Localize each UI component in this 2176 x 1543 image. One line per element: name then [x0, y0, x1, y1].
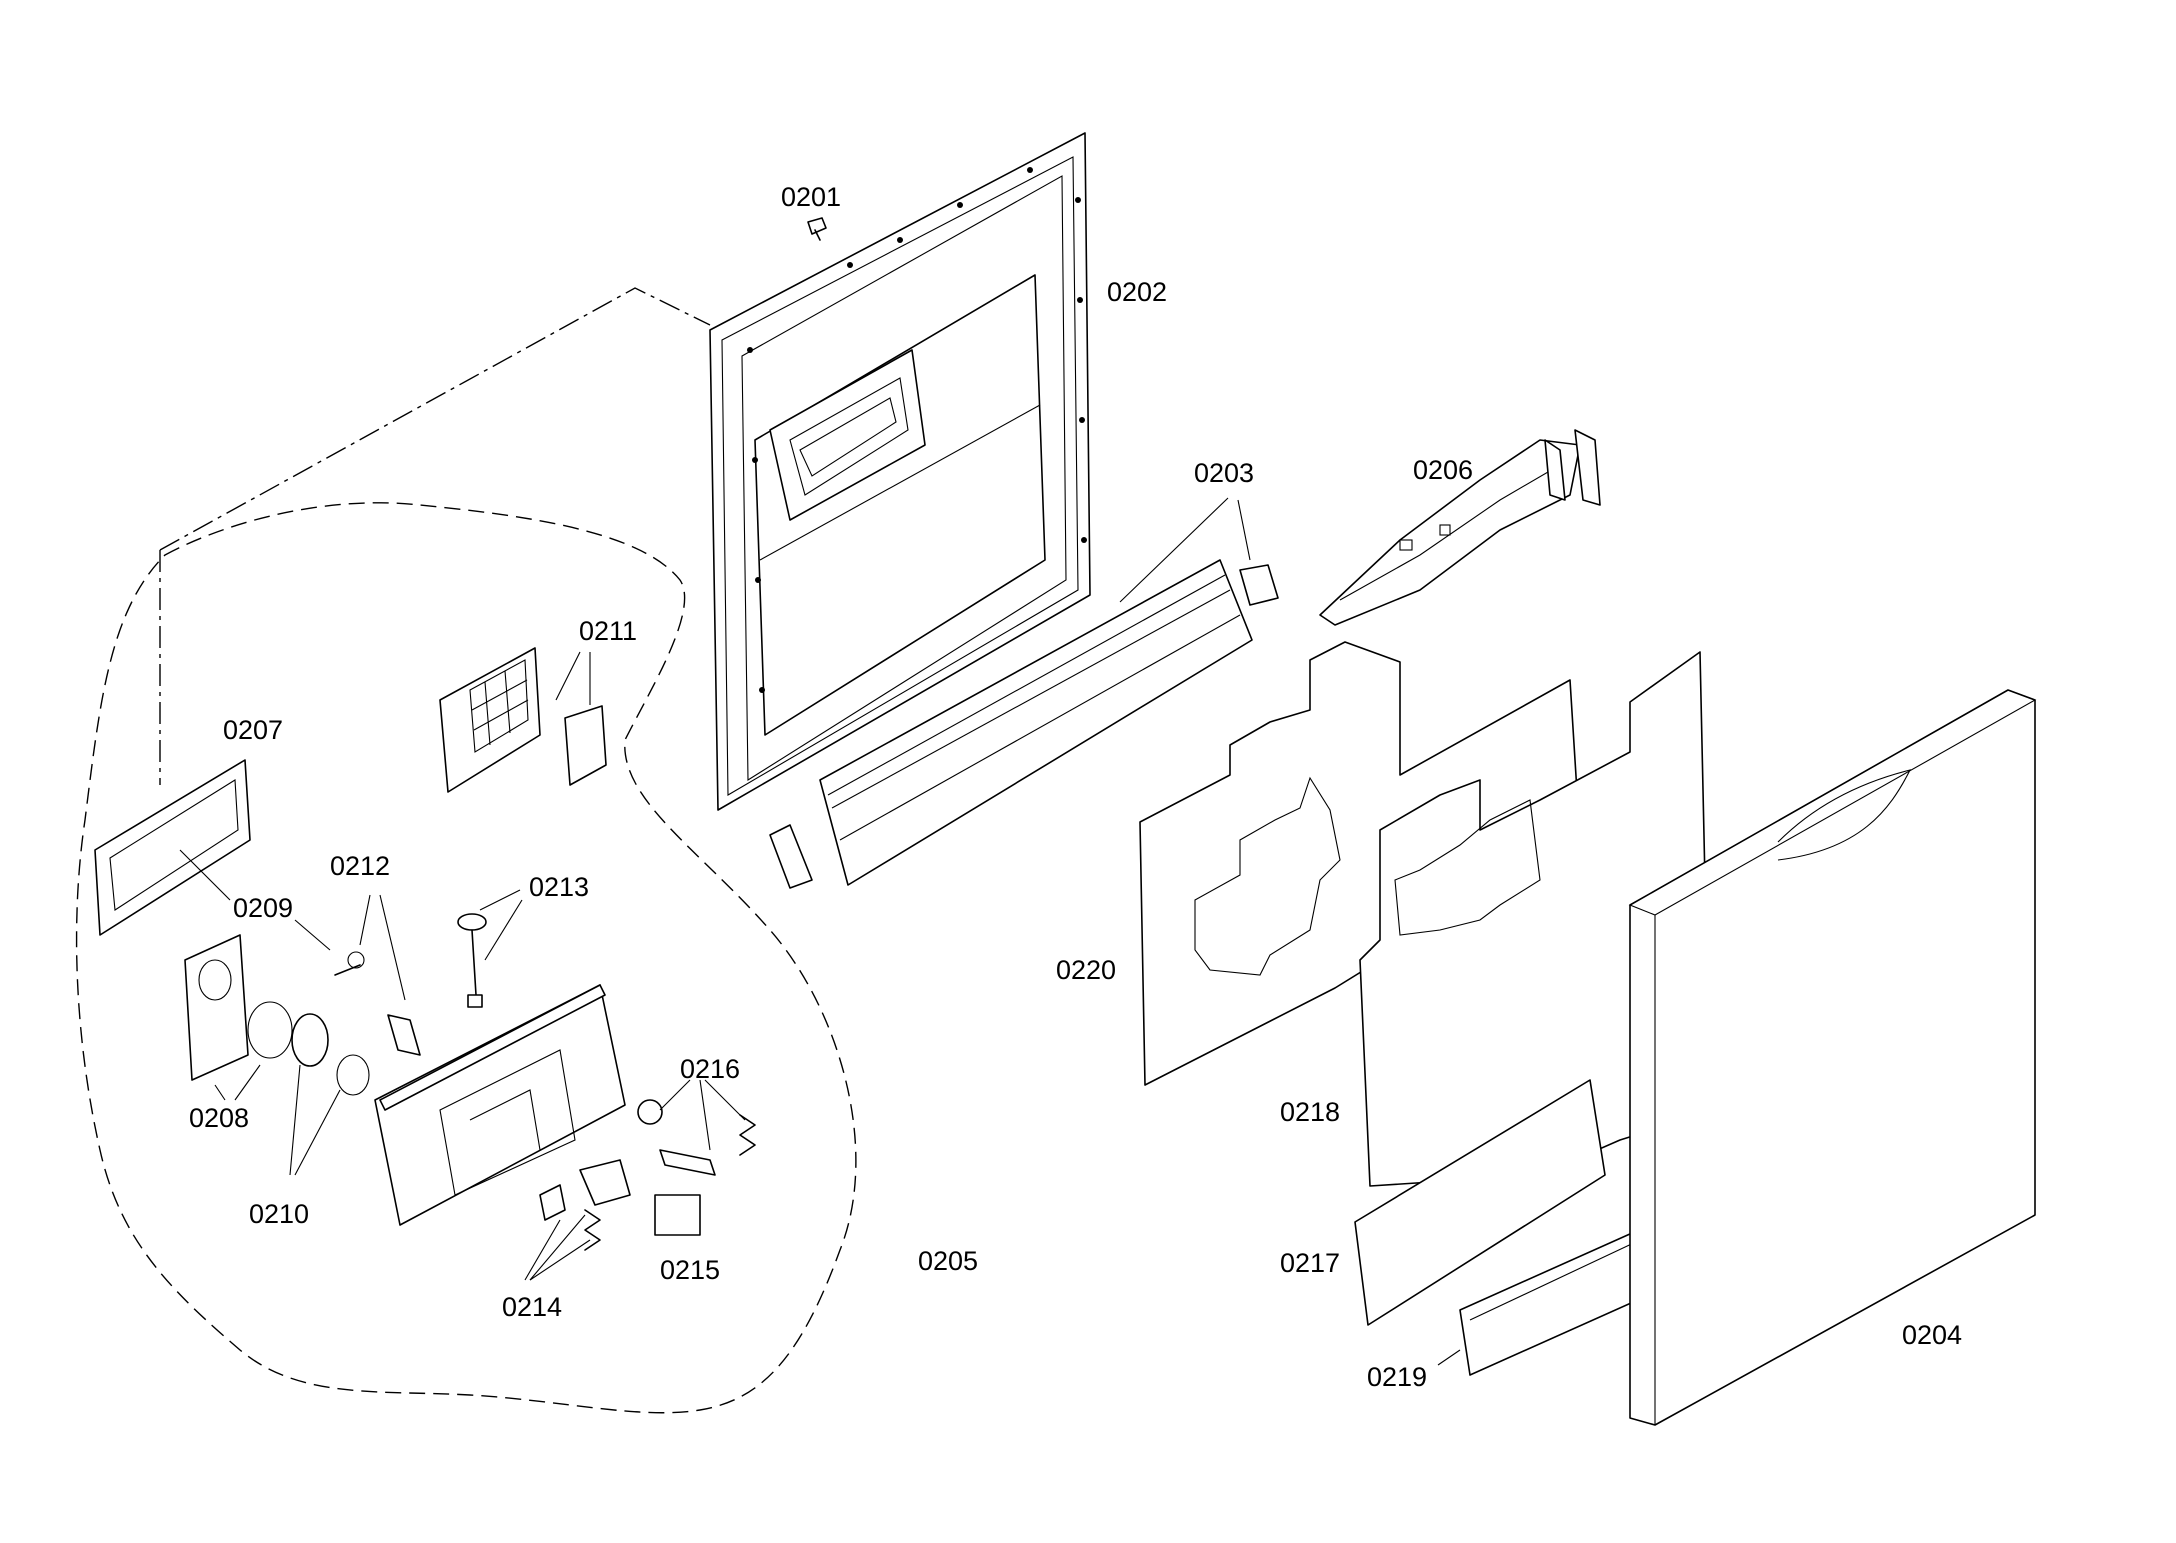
part-label-0211: 0211 — [579, 616, 638, 646]
outer-door-panel — [1628, 689, 2037, 1426]
part-label-0202: 0202 — [1107, 277, 1168, 307]
part-label-0219: 0219 — [1367, 1362, 1428, 1392]
part-label-0218: 0218 — [1280, 1097, 1341, 1127]
part-label-0207: 0207 — [223, 715, 284, 745]
part-label-0214: 0214 — [502, 1292, 563, 1322]
switch-part — [654, 1194, 701, 1236]
dispenser-cap-part — [184, 934, 249, 1081]
rinse-seal-part — [94, 759, 251, 936]
dispenser-housing — [374, 984, 626, 1226]
bottom-strip-part — [1354, 1079, 1606, 1326]
inner-door-panel — [709, 132, 1091, 811]
latch-parts — [579, 1099, 716, 1206]
part-label-0203: 0203 — [1194, 458, 1255, 488]
group-outline-0205 — [75, 287, 857, 1414]
part-label-0213: 0213 — [529, 872, 590, 902]
part-label-0215: 0215 — [660, 1255, 721, 1285]
screw-part — [807, 217, 827, 241]
valve-plunger-part — [457, 913, 487, 1008]
filter-assembly-part — [439, 647, 607, 793]
hinge-bracket-part — [1319, 429, 1601, 626]
ring-seals-part — [247, 1001, 370, 1096]
part-label-0220: 0220 — [1056, 955, 1117, 985]
part-label-0205: 0205 — [918, 1246, 979, 1276]
part-label-0204: 0204 — [1902, 1320, 1963, 1350]
part-label-0212: 0212 — [330, 851, 391, 881]
part-label-0201: 0201 — [781, 182, 842, 212]
part-label-0209: 0209 — [233, 893, 294, 923]
trim-strip-part — [769, 559, 1279, 889]
part-label-0210: 0210 — [249, 1199, 310, 1229]
springs-part — [539, 1114, 756, 1251]
lever-spring-part — [334, 951, 421, 1056]
part-label-0216: 0216 — [680, 1054, 741, 1084]
part-label-0208: 0208 — [189, 1103, 250, 1133]
part-label-0217: 0217 — [1280, 1248, 1341, 1278]
leader-lines — [179, 497, 1461, 1366]
part-label-0206: 0206 — [1413, 455, 1474, 485]
